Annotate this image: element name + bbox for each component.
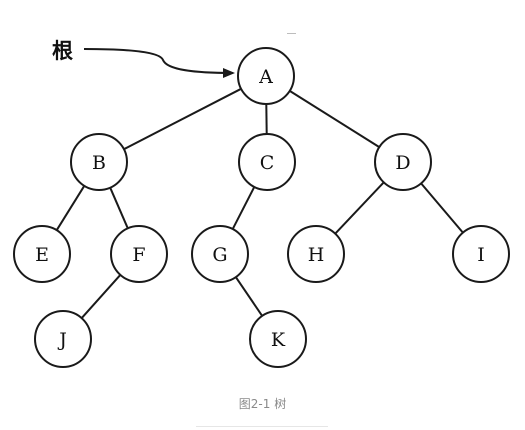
node-e: E [13,225,71,283]
edge-f-j [80,274,122,319]
node-label: D [395,152,410,174]
node-group: A B C D E F G H I J K [13,47,510,368]
node-circle [287,225,345,283]
edge-a-d [289,90,380,148]
node-label: H [308,244,325,266]
node-j: J [34,310,92,368]
node-b: B [70,133,128,191]
node-label: A [258,66,273,88]
edge-group [55,87,464,319]
node-label: B [92,152,106,174]
node-k: K [249,310,307,368]
node-label: I [477,244,485,266]
node-circle [34,310,92,368]
edge-b-f [109,187,129,229]
node-label: J [57,329,67,351]
caption-divider [196,426,328,427]
edge-d-i [420,182,464,234]
node-label: C [260,152,275,174]
edge-b-e [55,185,86,231]
edge-c-g [231,186,256,230]
node-h: H [287,225,345,283]
node-circle [110,225,168,283]
node-circle [452,225,510,283]
node-i: I [452,225,510,283]
root-annotation-label: 根 [52,39,73,63]
decorative-dash [287,33,296,34]
edge-d-h [334,181,385,235]
node-circle [238,133,296,191]
node-circle [249,310,307,368]
node-circle [374,133,432,191]
node-c: C [238,133,296,191]
node-circle [70,133,128,191]
root-arrow [83,48,235,78]
node-a: A [237,47,295,105]
node-circle [191,225,249,283]
figure-caption: 图2-1 树 [238,397,287,411]
node-label: E [35,244,49,266]
node-label: K [271,329,286,351]
edge-g-k [234,276,264,317]
node-f: F [110,225,168,283]
node-circle [237,47,295,105]
node-g: G [191,225,249,283]
edge-a-b [123,87,242,151]
node-d: D [374,133,432,191]
node-label: F [132,244,145,266]
node-circle [13,225,71,283]
node-label: G [212,244,227,266]
